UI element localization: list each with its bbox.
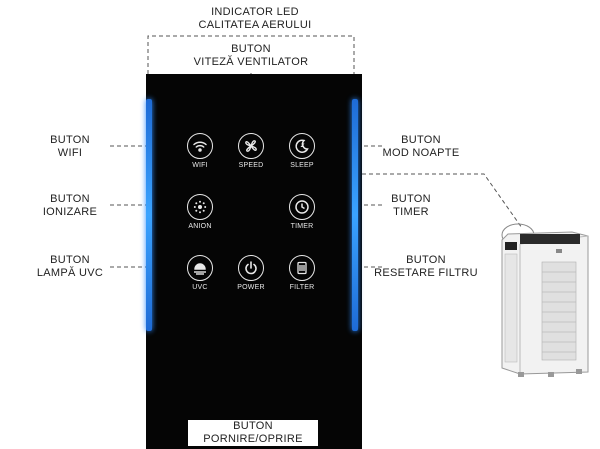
power-icon xyxy=(245,261,257,275)
filter-icon xyxy=(297,261,307,275)
wifi-caption: WIFI xyxy=(192,162,208,169)
power-button[interactable]: POWER xyxy=(231,255,271,291)
fan-icon xyxy=(245,140,257,152)
timer-button[interactable]: TIMER xyxy=(282,194,322,230)
uvc-lamp-icon xyxy=(194,263,206,275)
air-purifier-illustration xyxy=(501,223,589,377)
filter-button[interactable]: FILTER xyxy=(282,255,322,291)
ionizer-icon xyxy=(193,200,207,214)
moon-icon xyxy=(295,139,309,153)
filter-caption: FILTER xyxy=(289,284,315,291)
wifi-icon xyxy=(193,141,207,152)
timer-caption: TIMER xyxy=(290,223,314,230)
led-bar-left xyxy=(146,99,152,331)
uvc-caption: UVC xyxy=(192,284,208,291)
uvc-button[interactable]: UVC xyxy=(180,255,220,291)
led-indicator-label: INDICATOR LED CALITATEA AERULUI xyxy=(198,6,312,31)
power-caption: POWER xyxy=(237,284,265,291)
sleep-caption: SLEEP xyxy=(290,162,314,169)
anion-caption: ANION xyxy=(188,223,212,230)
speed-button[interactable]: SPEED xyxy=(231,133,271,169)
fan-speed-label: BUTON VITEZĂ VENTILATOR xyxy=(176,42,326,70)
wifi-button[interactable]: WIFI xyxy=(180,133,220,169)
sleep-button[interactable]: SLEEP xyxy=(282,133,322,169)
led-bar-right xyxy=(352,99,358,331)
anion-button[interactable]: ANION xyxy=(180,194,220,230)
speed-caption: SPEED xyxy=(238,162,264,169)
clock-icon xyxy=(295,200,309,214)
